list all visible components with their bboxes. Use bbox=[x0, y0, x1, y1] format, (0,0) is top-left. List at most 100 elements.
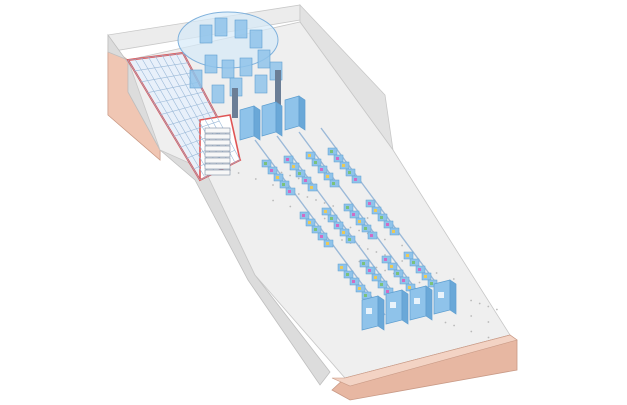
rack-unit bbox=[204, 145, 231, 152]
control-grid-line bbox=[160, 101, 209, 115]
hub-module bbox=[211, 84, 225, 104]
beamline-accent bbox=[326, 175, 329, 178]
control-grid-line bbox=[173, 120, 220, 137]
hub-module bbox=[189, 69, 203, 89]
floor-dot bbox=[289, 174, 291, 177]
beamline-accent bbox=[270, 169, 273, 172]
floor-dot bbox=[487, 321, 490, 323]
beamline-modules bbox=[261, 147, 438, 300]
hub-module bbox=[204, 54, 218, 74]
floor-dot bbox=[254, 178, 257, 180]
control-grid-line bbox=[167, 111, 215, 126]
hub-pillar bbox=[275, 70, 281, 105]
beamline-accent bbox=[412, 261, 415, 264]
cabinet-panel bbox=[414, 298, 420, 304]
control-room bbox=[126, 51, 242, 182]
floor-dot bbox=[470, 299, 472, 302]
beamline-accent bbox=[362, 262, 365, 265]
hub-module bbox=[239, 57, 253, 77]
cabinet-panel bbox=[438, 292, 444, 298]
beamline-accent bbox=[380, 283, 383, 286]
beamline-accent bbox=[326, 242, 329, 245]
control-room-grid bbox=[127, 52, 241, 181]
beamline-accent bbox=[292, 165, 295, 168]
beamline-accent bbox=[348, 238, 351, 241]
beamline-accent bbox=[374, 209, 377, 212]
beamline-accent bbox=[330, 217, 333, 220]
cabinet-side bbox=[425, 285, 433, 321]
beamline-accent bbox=[408, 286, 411, 289]
beamline-accent bbox=[384, 258, 387, 261]
rack-unit bbox=[204, 151, 231, 158]
beamline-accent bbox=[354, 178, 357, 181]
cabinet-side bbox=[401, 289, 409, 325]
beamline-accent bbox=[386, 290, 389, 293]
rack-unit bbox=[204, 127, 231, 134]
floor-dot bbox=[496, 308, 498, 311]
control-grid-line bbox=[141, 58, 211, 176]
beamline-accent bbox=[368, 202, 371, 205]
floor-dot bbox=[280, 171, 283, 174]
floor-dot bbox=[237, 172, 240, 174]
beamline-accent bbox=[324, 210, 327, 213]
floor-dot bbox=[384, 238, 386, 241]
cabinet bbox=[284, 95, 300, 131]
floor-dot bbox=[315, 199, 317, 201]
beamline-accent bbox=[340, 266, 343, 269]
floor-dot bbox=[384, 269, 386, 272]
beamline-accent bbox=[286, 158, 289, 161]
floor-dot bbox=[306, 196, 309, 198]
cabinet-side bbox=[449, 279, 457, 315]
floor-dot bbox=[487, 336, 490, 339]
beamline-accent bbox=[418, 268, 421, 271]
hub-module bbox=[249, 29, 263, 49]
rack-unit bbox=[204, 163, 231, 170]
cabinet-group-top bbox=[239, 95, 306, 141]
floor-dot bbox=[323, 217, 326, 220]
beamline-accent bbox=[346, 206, 349, 209]
beamline-accent bbox=[396, 272, 399, 275]
rack-unit bbox=[204, 139, 231, 146]
beamline-accent bbox=[304, 179, 307, 182]
server-rack bbox=[204, 127, 231, 176]
beamline-accent bbox=[390, 265, 393, 268]
floor-dot bbox=[401, 260, 404, 262]
beamline-accent bbox=[308, 154, 311, 157]
cabinet-group-bottom bbox=[361, 279, 457, 331]
floor-dot bbox=[297, 193, 300, 195]
cabinet-side bbox=[298, 95, 306, 131]
beamline-accent bbox=[298, 172, 301, 175]
beamline-accent bbox=[330, 150, 333, 153]
beamline-accent bbox=[336, 224, 339, 227]
beamline-accent bbox=[430, 282, 433, 285]
beamline-accent bbox=[402, 279, 405, 282]
floor-dot bbox=[272, 199, 274, 202]
control-grid-line bbox=[180, 130, 225, 148]
beamline-accent bbox=[368, 269, 371, 272]
hub-module bbox=[254, 74, 268, 94]
hub-module bbox=[214, 17, 228, 37]
beamline-accent bbox=[314, 161, 317, 164]
beamline-accent bbox=[314, 228, 317, 231]
floor-dot bbox=[341, 239, 343, 241]
control-grid-line bbox=[134, 62, 189, 72]
control-grid-line bbox=[141, 72, 194, 83]
rack-unit bbox=[204, 157, 231, 164]
cabinet bbox=[261, 101, 277, 137]
beamline-accent bbox=[406, 254, 409, 257]
beamline-accent bbox=[320, 235, 323, 238]
control-grid-line bbox=[127, 52, 184, 61]
cabinet-side bbox=[253, 105, 261, 141]
beamline-accent bbox=[392, 230, 395, 233]
floor-dot bbox=[418, 281, 421, 284]
beamline-accent bbox=[364, 227, 367, 230]
beamline-accent bbox=[282, 183, 285, 186]
hub-module bbox=[257, 49, 271, 69]
beamline-accent bbox=[332, 182, 335, 185]
hub-module bbox=[221, 59, 235, 79]
floor-dot bbox=[478, 302, 481, 305]
floor-dot bbox=[332, 205, 335, 207]
floor-dot bbox=[366, 217, 369, 219]
rack-unit bbox=[204, 133, 231, 140]
hub-pillar bbox=[232, 88, 238, 118]
